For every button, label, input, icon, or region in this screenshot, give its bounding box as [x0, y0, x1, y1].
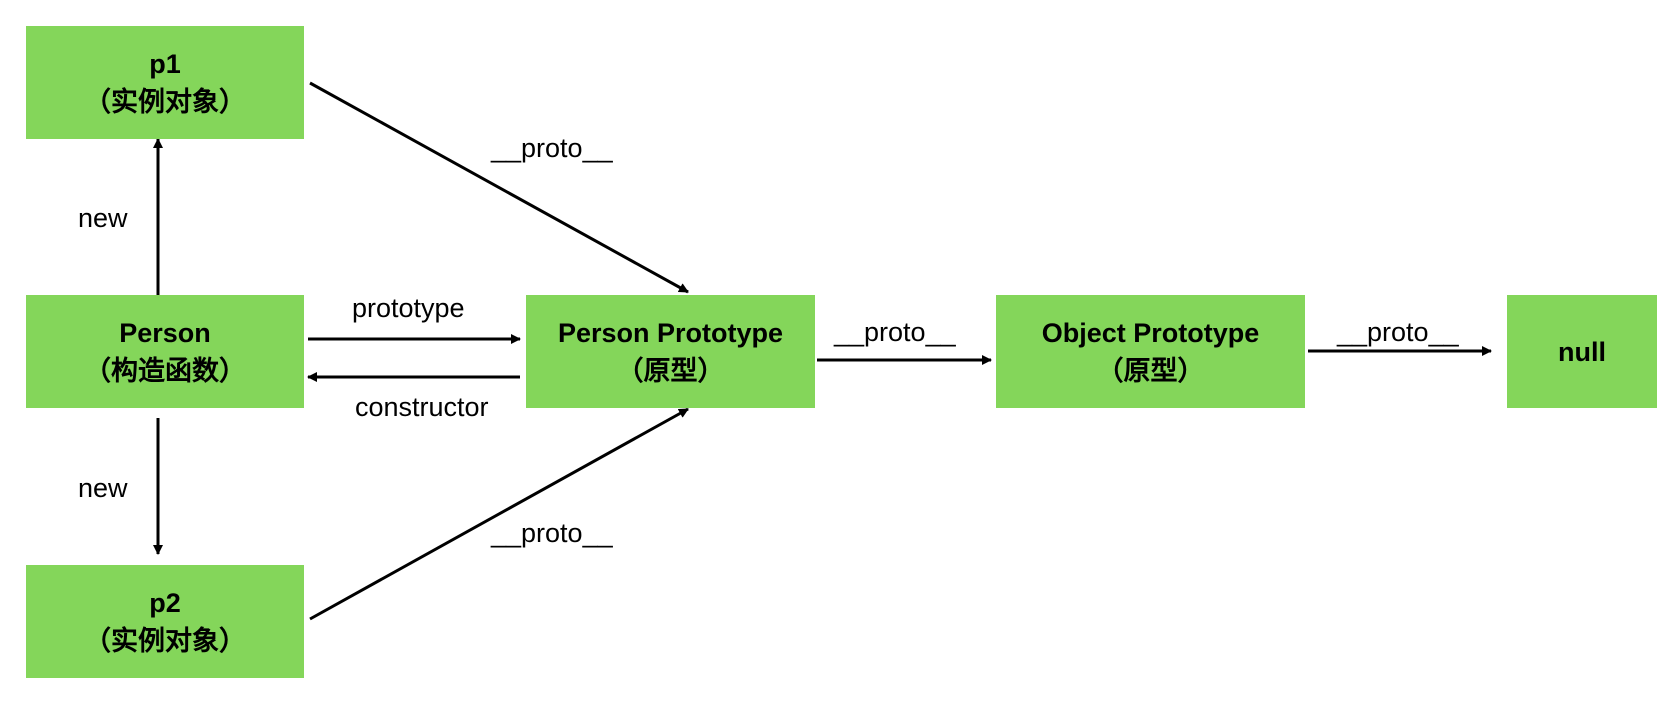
node-p2-subtitle: （实例对象） — [84, 625, 246, 656]
node-person-subtitle: （构造函数） — [84, 355, 246, 386]
edge-p1-to-person-prototype — [309, 81, 689, 294]
label-person-prototype-to-object-prototype: __proto__ — [834, 317, 956, 347]
node-person: Person （构造函数） — [26, 295, 304, 408]
node-person-prototype-subtitle: （原型） — [616, 355, 725, 386]
label-p2-to-person-prototype: __proto__ — [491, 518, 613, 548]
node-person-prototype: Person Prototype （原型） — [526, 295, 815, 408]
node-object-prototype-title: Object Prototype — [1041, 317, 1260, 348]
node-object-prototype: Object Prototype （原型） — [996, 295, 1305, 408]
label-person-prototype-to-person: constructor — [355, 392, 489, 422]
node-p2: p2 （实例对象） — [26, 565, 304, 678]
node-p1: p1 （实例对象） — [26, 26, 304, 139]
node-p1-subtitle: （实例对象） — [84, 86, 246, 117]
node-person-title: Person — [119, 317, 211, 348]
node-p1-title: p1 — [149, 48, 181, 79]
node-null-title: null — [1558, 336, 1606, 367]
node-p2-title: p2 — [149, 587, 181, 618]
label-p1-to-person-prototype: __proto__ — [491, 133, 613, 163]
edge-p2-to-person-prototype — [309, 407, 689, 621]
label-person-to-p1: new — [78, 203, 128, 233]
node-person-prototype-title: Person Prototype — [557, 317, 784, 348]
label-person-to-person-prototype: prototype — [352, 293, 465, 323]
node-null: null — [1507, 295, 1657, 408]
label-person-to-p2: new — [78, 473, 128, 503]
label-object-prototype-to-null: __proto__ — [1337, 317, 1459, 347]
node-object-prototype-subtitle: （原型） — [1096, 355, 1205, 386]
